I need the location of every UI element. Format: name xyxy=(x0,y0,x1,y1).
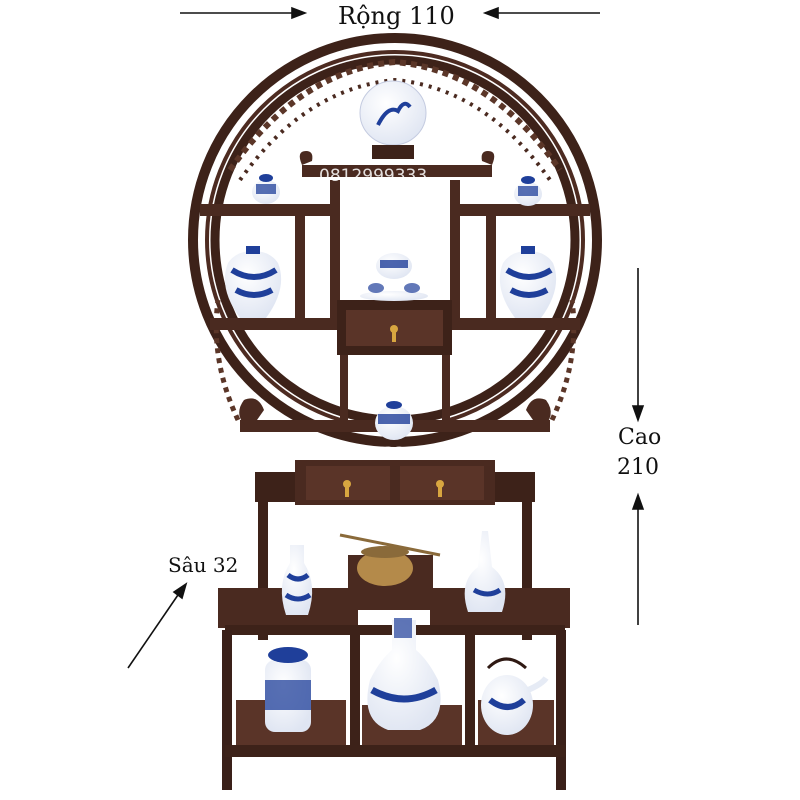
vase-left xyxy=(224,246,282,318)
watermark-phone-upper: 0812999333 xyxy=(319,166,427,186)
display-plate xyxy=(359,80,427,159)
bottle-vase-right xyxy=(464,531,506,612)
lidded-jar-bottom xyxy=(265,647,311,732)
width-label: Rộng 110 xyxy=(338,2,455,30)
height-label-value: 210 xyxy=(617,455,659,480)
brass-censer xyxy=(339,533,441,586)
bottle-vase-left xyxy=(281,545,313,615)
teapot-bottom xyxy=(481,657,549,735)
tea-set xyxy=(360,253,428,301)
vase-right xyxy=(499,246,557,318)
watermark-phone-lower: 0812999333 xyxy=(297,444,405,464)
depth-label: Sâu 32 xyxy=(168,553,239,577)
depth-arrow xyxy=(127,582,188,669)
circular-frame xyxy=(188,33,602,447)
porcelain-items xyxy=(224,80,557,735)
large-vase-bottom xyxy=(367,618,441,730)
center-drawer-box xyxy=(337,300,452,355)
small-jar-right xyxy=(514,176,542,206)
small-jar-left xyxy=(252,174,280,204)
height-label-title: Cao xyxy=(618,425,662,450)
width-arrows xyxy=(180,6,600,20)
height-arrows xyxy=(631,268,645,625)
lower-cabinet xyxy=(218,460,570,790)
lidded-jar-center xyxy=(375,401,413,440)
